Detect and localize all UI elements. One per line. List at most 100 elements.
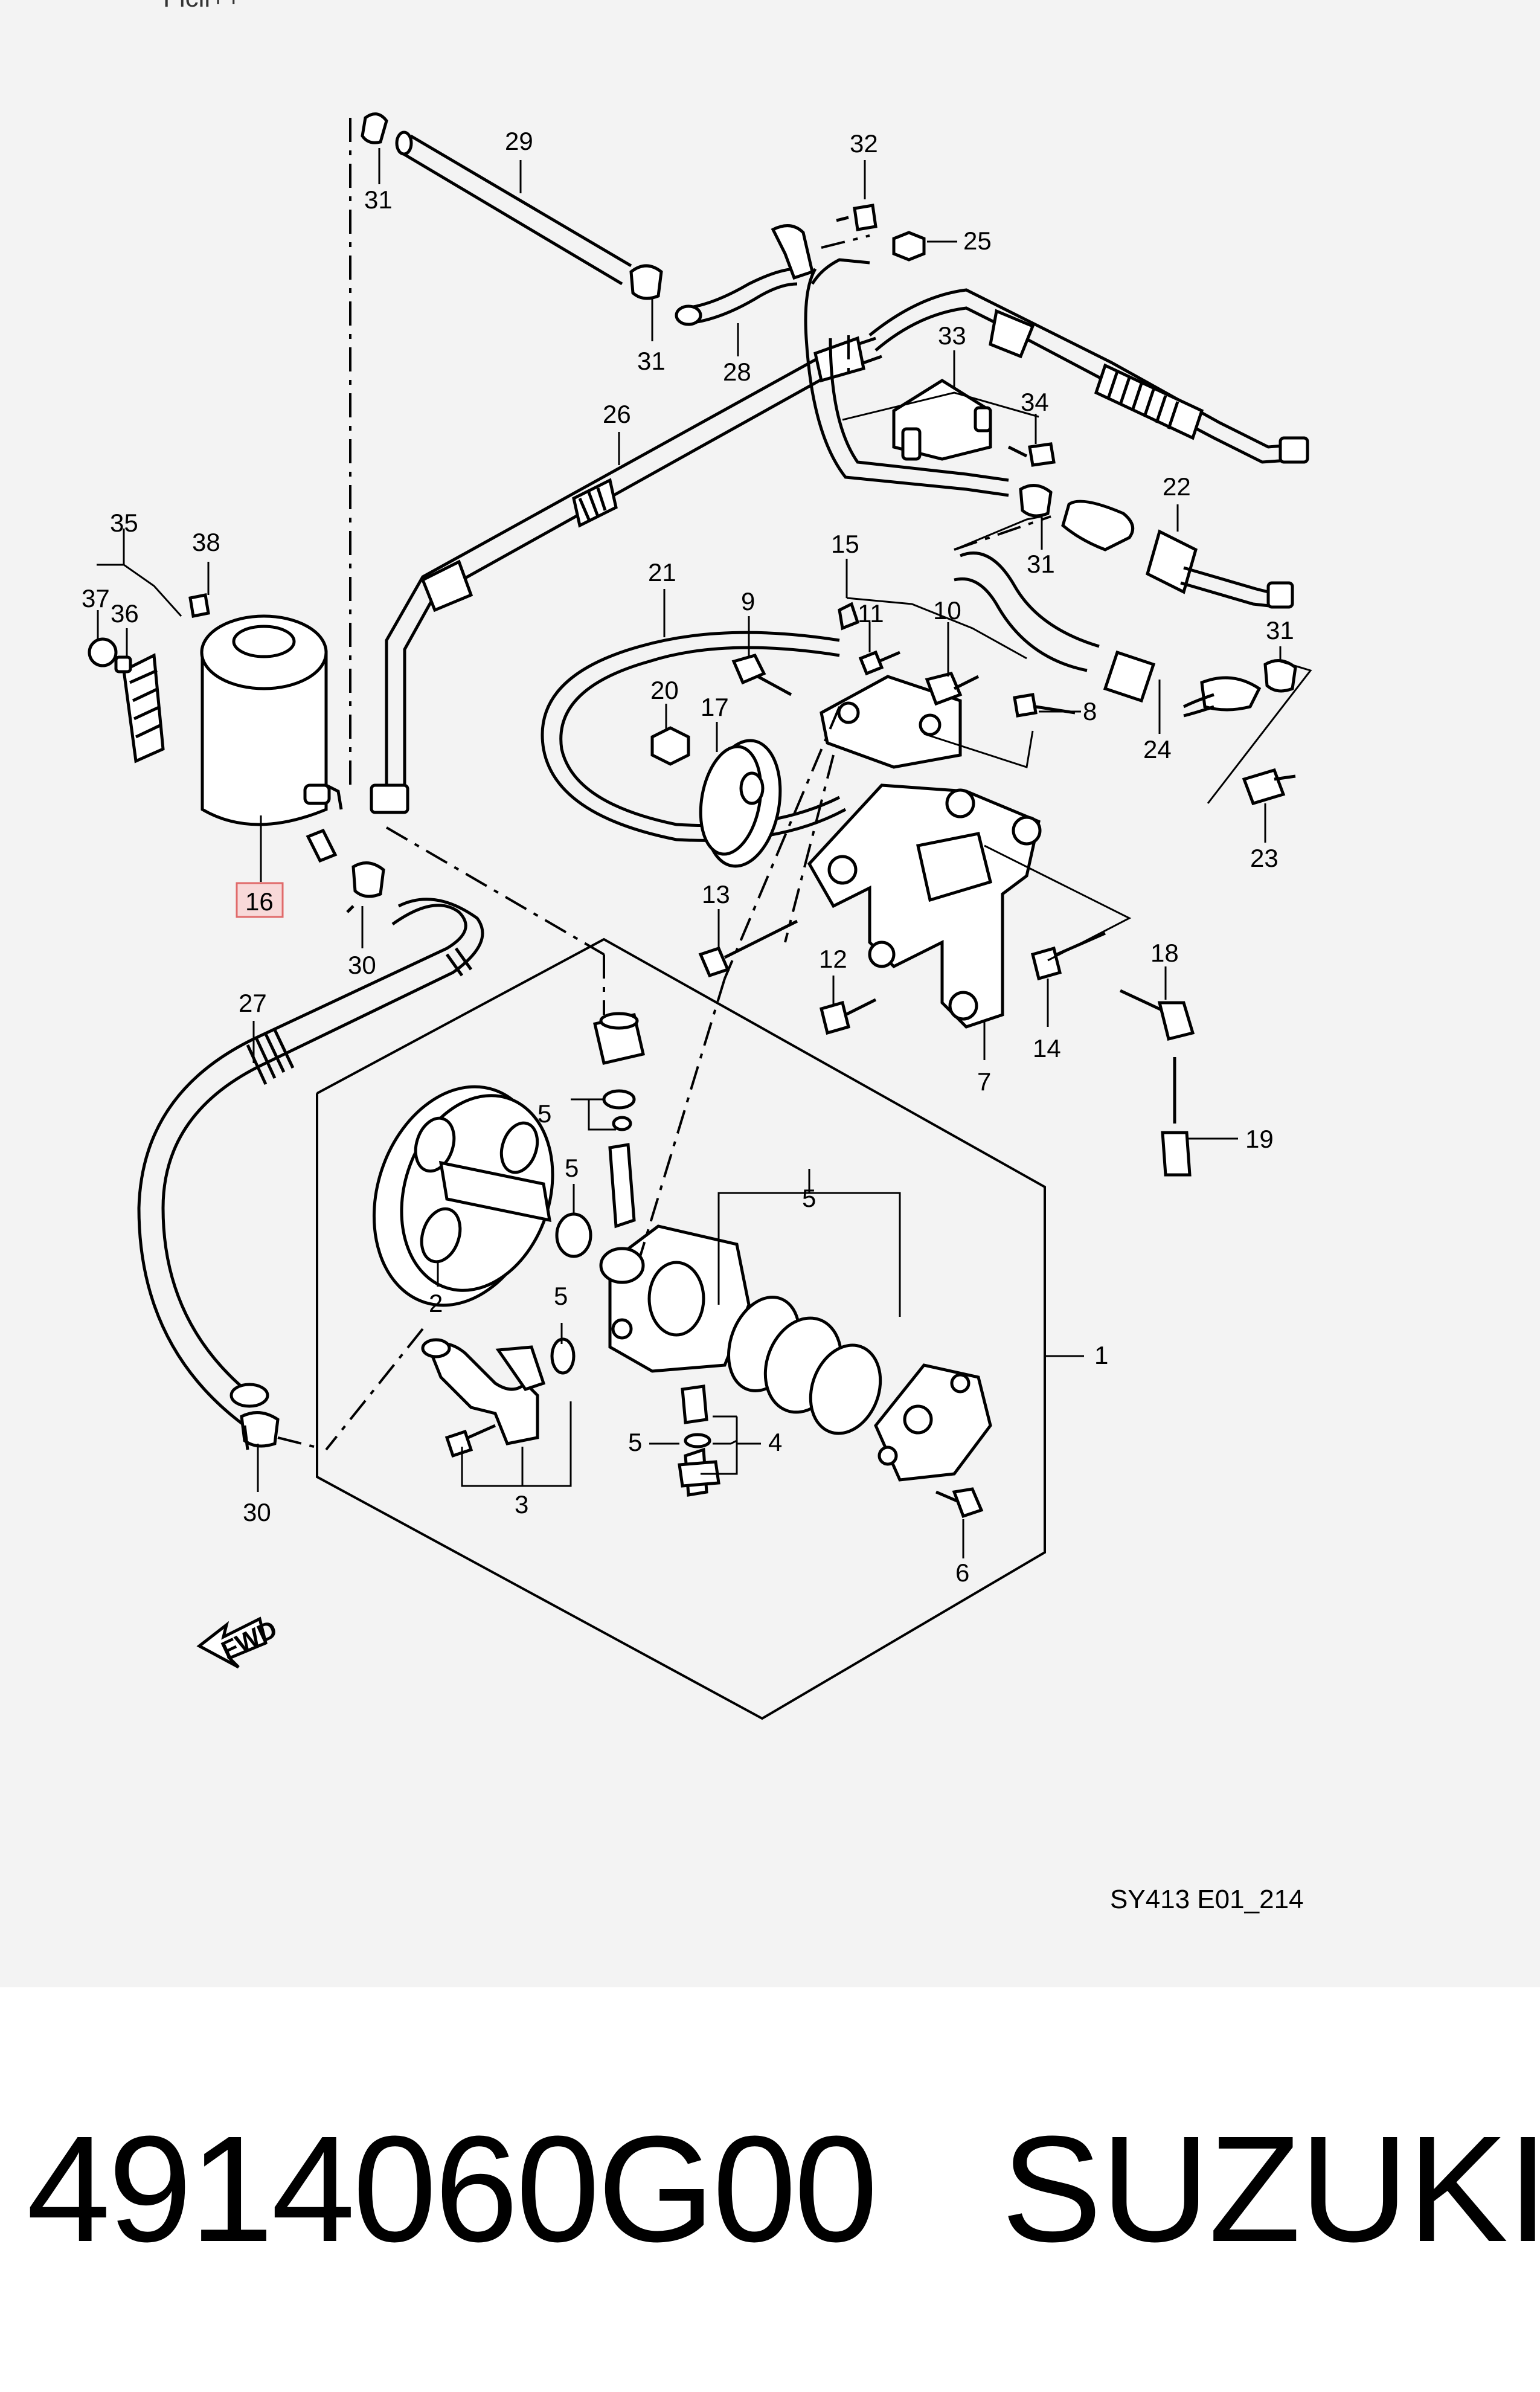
callout-33: 33 (938, 321, 966, 350)
callout-26: 26 (603, 400, 631, 428)
clamp-30-upper (346, 861, 385, 913)
parts-diagram: Ficil++ (0, 0, 1540, 1987)
callout-1: 1 (1094, 1341, 1108, 1369)
callout-38: 38 (192, 528, 220, 556)
pump-cover (874, 1363, 992, 1482)
callout-5-d: 5 (554, 1282, 568, 1310)
header-fragment: Ficil++ (163, 0, 242, 13)
bolt-32 (836, 204, 877, 231)
brand-name: SUZUKI (1001, 2104, 1540, 2273)
bolt-14 (1030, 931, 1106, 981)
suction-elbow-3 (421, 1338, 546, 1445)
bolt-19 (1161, 1057, 1192, 1177)
callout-11: 11 (858, 599, 884, 628)
bolt-12 (819, 998, 877, 1035)
callout-8: 8 (1083, 697, 1097, 725)
assembly-outline (316, 937, 1046, 1720)
pump-shaft (438, 1160, 552, 1223)
callout-5-c: 5 (802, 1184, 816, 1212)
fwd-arrow-icon: FWD (196, 1615, 281, 1669)
pump-body (599, 1224, 751, 1373)
bolt-9 (731, 654, 792, 696)
callout-21: 21 (648, 558, 676, 587)
callout-4: 4 (768, 1428, 782, 1456)
stud-11 (858, 650, 900, 676)
callout-2: 2 (429, 1289, 443, 1317)
reservoir-part (200, 614, 343, 863)
callout-19: 19 (1245, 1125, 1274, 1153)
hose-27 (137, 898, 484, 1427)
clamp-31-c (1263, 659, 1297, 693)
callout-14: 14 (1033, 1034, 1061, 1063)
callout-31-a: 31 (364, 185, 393, 214)
callout-12: 12 (819, 945, 847, 973)
bolt-34 (1007, 442, 1056, 467)
return-pipe (804, 258, 1009, 497)
callout-10: 10 (933, 596, 961, 625)
clamp-30-lower (240, 1411, 280, 1450)
callout-22: 22 (1163, 472, 1191, 501)
flow-valve (608, 1143, 636, 1229)
connection-lines (277, 118, 1051, 1451)
fwd-label: FWD (217, 1615, 281, 1665)
callout-36: 36 (111, 599, 139, 628)
callout-30-lower: 30 (243, 1498, 271, 1526)
callout-31-c: 31 (1027, 550, 1055, 578)
callout-31-d: 31 (1266, 616, 1294, 645)
callout-16-highlight (236, 882, 284, 918)
o-ring-elbow (550, 1337, 576, 1375)
callout-27: 27 (239, 989, 267, 1017)
nut-25 (892, 231, 926, 262)
callout-5-b: 5 (565, 1154, 579, 1182)
callout-28: 28 (723, 358, 751, 386)
callout-17: 17 (701, 693, 729, 721)
hose-24 (954, 551, 1262, 718)
callout-3: 3 (515, 1490, 528, 1519)
callout-15: 15 (831, 530, 859, 558)
union-fitting (593, 1012, 645, 1065)
seal-ring (555, 1212, 592, 1258)
pump-rotor (727, 1296, 882, 1435)
callout-5-a: 5 (537, 1099, 551, 1128)
callout-16: 16 (245, 887, 274, 916)
clamp-31-b (629, 264, 663, 300)
callout-30-upper: 30 (348, 951, 376, 979)
part-number: 4914060G00 (27, 2104, 878, 2273)
bolt-6 (935, 1487, 984, 1519)
callout-9: 9 (741, 587, 755, 616)
stud-18 (1119, 989, 1195, 1041)
callout-35: 35 (110, 509, 138, 537)
exploded-view-drawing: FWD 1 2 3 4 5 5 5 5 5 6 7 8 9 10 11 12 1… (82, 112, 1312, 1720)
connector-23 (1242, 768, 1296, 806)
high-pressure-line (868, 288, 1309, 464)
callout-13: 13 (702, 880, 730, 908)
callout-5-e: 5 (628, 1428, 642, 1456)
callout-31-b: 31 (637, 347, 666, 375)
bolt-10 (925, 672, 980, 706)
callout-18: 18 (1150, 939, 1179, 967)
callout-37: 37 (82, 584, 110, 612)
pipe-28 (685, 267, 798, 310)
clamp-31-a (361, 112, 388, 144)
elbow-bolt (444, 1424, 496, 1458)
tensioner-bracket-15 (820, 602, 962, 769)
callout-7: 7 (977, 1067, 991, 1096)
pump-bracket-7 (807, 783, 1042, 1029)
callout-24: 24 (1143, 735, 1172, 764)
callout-labels: 1 2 3 4 5 5 5 5 5 6 7 8 9 10 11 12 13 14… (82, 127, 1294, 1587)
callout-25: 25 (963, 227, 992, 255)
pump-pulley-2 (372, 1085, 554, 1307)
drive-belt-21 (541, 631, 847, 842)
callout-34: 34 (1021, 388, 1049, 416)
o-ring-upper (602, 1089, 636, 1110)
reservoir-bracket (88, 593, 210, 764)
plug-4 (678, 1384, 720, 1497)
callout-20: 20 (650, 676, 679, 704)
idler-pulley-17 (699, 739, 782, 868)
clamp-31-d (1019, 484, 1053, 518)
bolt-13 (698, 919, 798, 978)
bolt-8 (1013, 693, 1076, 718)
hose-22 (1061, 500, 1294, 609)
diagram-reference-code: SY413 E01_214 (1110, 1885, 1304, 1914)
callout-6: 6 (955, 1558, 969, 1587)
